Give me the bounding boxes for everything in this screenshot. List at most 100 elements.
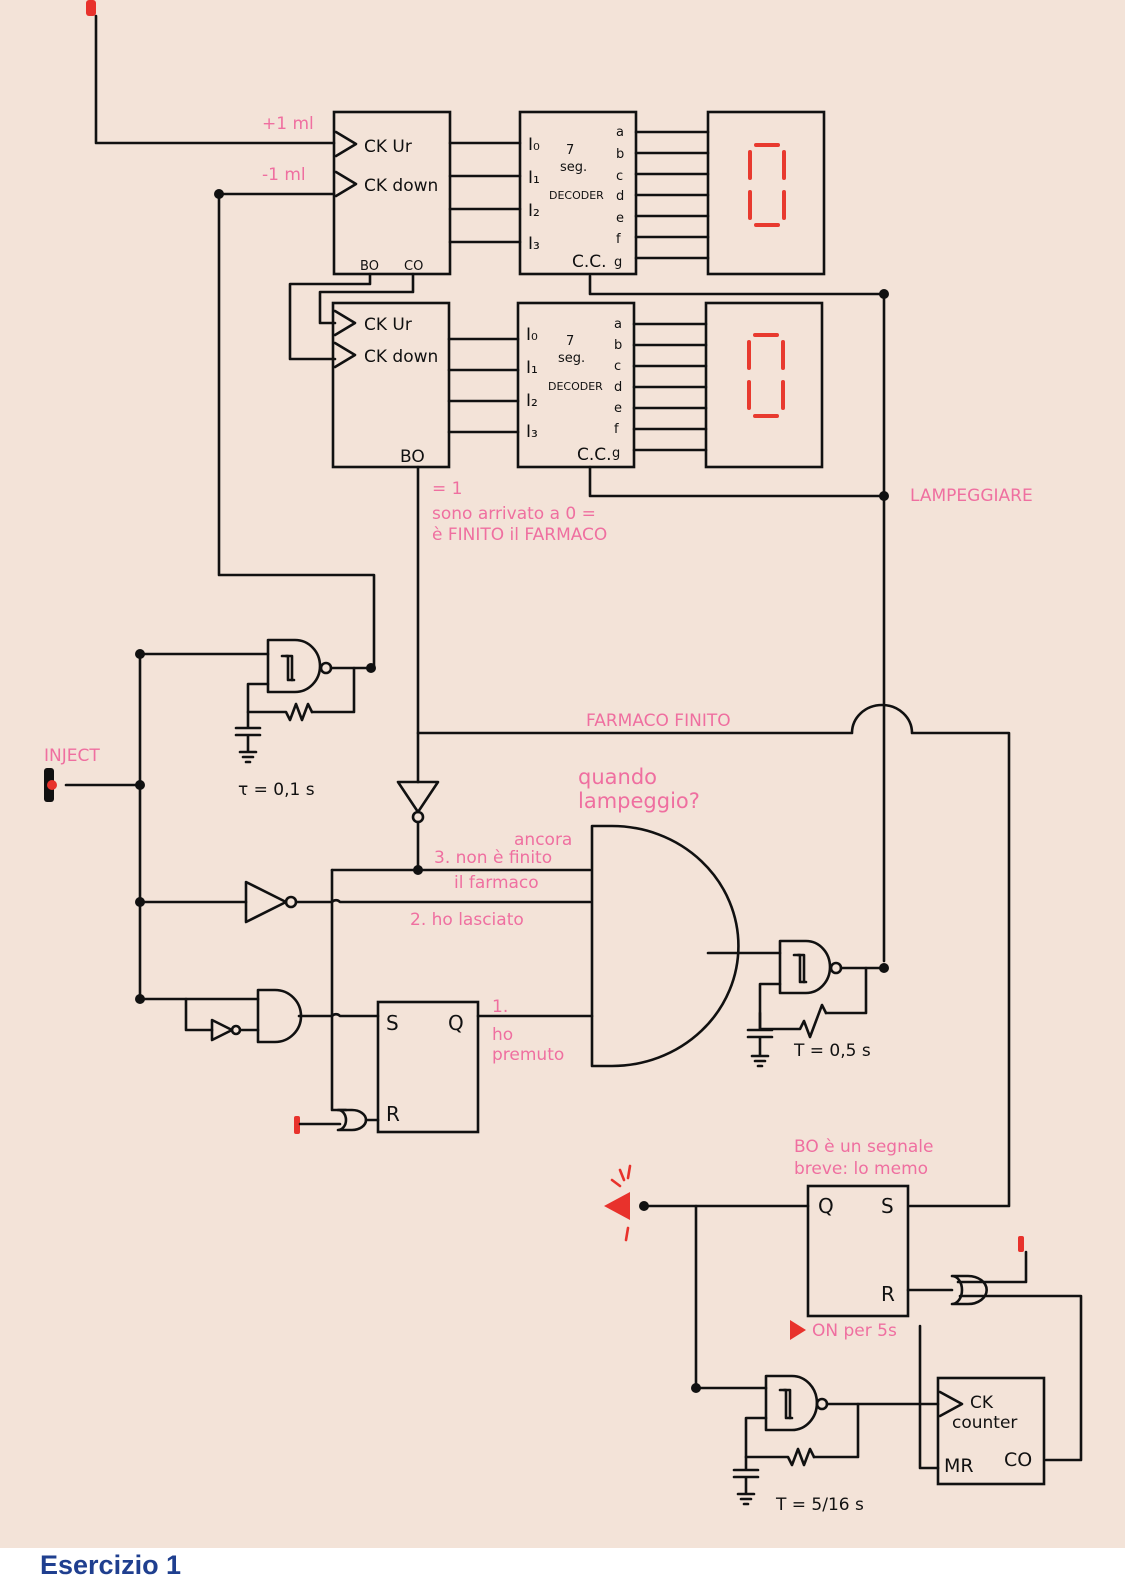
- inject-label: INJECT: [44, 746, 100, 766]
- decoder2-out-a: a: [614, 317, 622, 332]
- sr-latch-2: Q S R: [806, 1184, 910, 1318]
- note-bo-reached: sono arrivato a 0 =: [432, 504, 596, 524]
- decoder2-out-c: c: [614, 359, 621, 374]
- decoder-1: I₀ I₁ I₂ I₃ 7 seg. DECODER C.C. a b c d …: [518, 110, 638, 276]
- or-gate-reset: [336, 1108, 368, 1132]
- sr2-q: Q: [818, 1194, 834, 1218]
- decoder1-out-a: a: [616, 125, 624, 140]
- counter-3: CK counter MR CO: [936, 1376, 1046, 1486]
- counter3-ck: CK: [970, 1393, 994, 1413]
- counter1-ck-up: CK Ur: [364, 137, 412, 157]
- tau3-label: T = 5/16 s: [775, 1495, 864, 1515]
- on-arrow-icon: [790, 1320, 806, 1340]
- decoder2-title-num: 7: [566, 334, 574, 349]
- counter1-ck-down: CK down: [364, 176, 438, 196]
- note-bo-finished: è FINITO il FARMACO: [432, 525, 607, 545]
- bus-decoder1-display1: [634, 130, 710, 260]
- note-when-2: lampeggio?: [578, 789, 700, 813]
- note-cond1-b: ho: [492, 1025, 513, 1045]
- counter2-ck-up: CK Ur: [364, 315, 412, 335]
- decoder1-out-f: f: [616, 232, 621, 247]
- exercise-title: Esercizio 1: [40, 1550, 182, 1580]
- wire-mr: [918, 1324, 940, 1470]
- decoder2-i0: I₀: [526, 325, 538, 345]
- wire-co-to-ckup2: [318, 272, 415, 325]
- big-and-gate: [590, 824, 740, 1068]
- decoder1-title-num: 7: [566, 143, 574, 158]
- decoder2-out-d: d: [614, 380, 622, 395]
- decoder2-i2: I₂: [526, 391, 538, 411]
- decoder1-out-b: b: [616, 147, 624, 162]
- counter2-bo: BO: [400, 447, 425, 467]
- junction-cc1: [879, 289, 889, 299]
- note-blink: LAMPEGGIARE: [910, 486, 1033, 506]
- sr-latch-1: S Q R: [376, 1000, 480, 1134]
- sr2-r: R: [881, 1282, 895, 1306]
- counter3-mr: MR: [944, 1455, 974, 1477]
- sr1-r: R: [386, 1102, 400, 1126]
- wire-osc1-to-ckdown: [217, 192, 376, 670]
- note-on-5s: ON per 5s: [812, 1321, 897, 1341]
- edge-and-gate: [138, 988, 380, 1044]
- decoder1-out-g: g: [614, 255, 622, 270]
- decoder2-cc: C.C.: [577, 445, 612, 465]
- decoder1-i1: I₁: [528, 168, 540, 188]
- decoder2-out-g: g: [612, 446, 620, 461]
- seven-segment-display-1: [706, 110, 826, 276]
- paper-background: [0, 0, 1125, 1548]
- junction-inject-top: [135, 649, 145, 659]
- decoder2-out-b: b: [614, 338, 622, 353]
- note-cond3-a: ancora: [514, 830, 572, 850]
- decoder2-out-e: e: [614, 401, 622, 416]
- note-bo-short-1: BO è un segnale: [794, 1137, 933, 1157]
- decoder1-i2: I₂: [528, 201, 540, 221]
- wire-farmaco-finito: [416, 703, 1011, 1208]
- inject-not-gate: [138, 880, 592, 924]
- junction-cc2: [879, 491, 889, 501]
- or-gate-reset-2: [950, 1274, 988, 1306]
- note-plus1: +1 ml: [262, 114, 314, 134]
- note-cond2: 2. ho lasciato: [410, 910, 524, 930]
- seven-segment-display-2: [704, 301, 824, 469]
- bus-counter2-decoder2: [447, 337, 520, 434]
- bus-counter1-decoder1: [448, 141, 522, 244]
- sr1-s: S: [386, 1011, 399, 1035]
- wire-reset2: [956, 1250, 1028, 1284]
- decoder1-title-dec: DECODER: [549, 189, 604, 202]
- counter3-co: CO: [1004, 1449, 1032, 1471]
- schmitt-nand-oscillator-1: [234, 638, 376, 764]
- decoder1-out-d: d: [616, 189, 624, 204]
- bus-decoder2-display2: [632, 322, 708, 452]
- inject-button-icon[interactable]: [47, 780, 57, 790]
- counter2-ck-down: CK down: [364, 347, 438, 367]
- alarm-led: [604, 1164, 632, 1242]
- note-when-1: quando: [578, 765, 657, 789]
- tau2-label: T = 0,5 s: [793, 1041, 871, 1061]
- note-drug-finished: FARMACO FINITO: [586, 711, 731, 731]
- decoder1-title-seg: seg.: [560, 160, 587, 175]
- reset-button-icon[interactable]: [294, 1116, 300, 1134]
- junction-osc3: [691, 1383, 701, 1393]
- decoder-2: I₀ I₁ I₂ I₃ 7 seg. DECODER C.C. a b c d …: [516, 301, 636, 469]
- reset2-button-icon[interactable]: [1018, 1236, 1024, 1252]
- counter3-counter: counter: [952, 1413, 1017, 1433]
- wire-bo-to-ckdown2: [288, 272, 372, 361]
- decoder1-cc: C.C.: [572, 252, 607, 272]
- decoder2-out-f: f: [614, 422, 619, 437]
- sr2-s: S: [881, 1194, 894, 1218]
- note-cond1-a: 1.: [492, 997, 508, 1017]
- counter-2: CK Ur CK down BO: [331, 301, 451, 469]
- note-bo-eq: = 1: [432, 479, 462, 499]
- wire-inject-bus: [138, 652, 270, 1001]
- bo2-inverter: [396, 780, 440, 872]
- wire-cc1-blink: [588, 274, 886, 963]
- wire-plus1: [94, 14, 336, 145]
- footer-bar: Esercizio 1: [0, 1548, 1125, 1590]
- decoder2-title-dec: DECODER: [548, 380, 603, 393]
- sr1-q: Q: [448, 1011, 464, 1035]
- note-cond3-b: 3. non è finito: [434, 848, 552, 868]
- decoder2-title-seg: seg.: [558, 351, 585, 366]
- counter1-bo: BO: [360, 259, 379, 274]
- note-cond3-c: il farmaco: [454, 873, 539, 893]
